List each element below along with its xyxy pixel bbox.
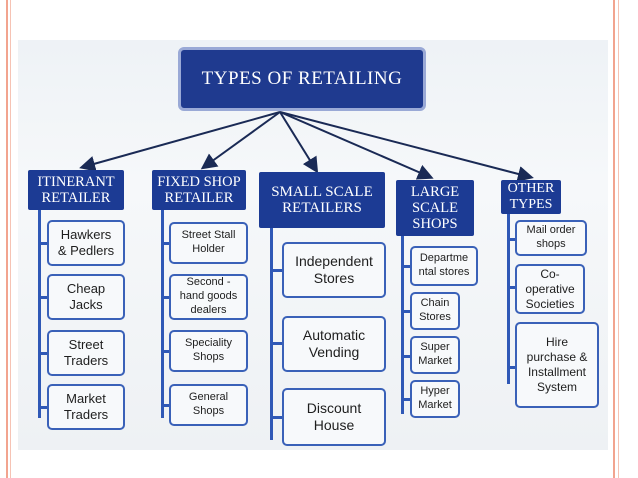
branch-line <box>270 416 284 419</box>
branch-line <box>38 352 48 355</box>
branch-line <box>401 355 411 358</box>
item-cheap-jacks: Cheap Jacks <box>47 274 125 320</box>
slide-border-left-inner <box>10 0 11 478</box>
item-market-traders: Market Traders <box>47 384 125 430</box>
arrow-to-itinerant <box>79 111 281 172</box>
branch-line <box>401 398 411 401</box>
item-street-stall-holder: Street Stall Holder <box>169 222 248 264</box>
connector-other-types <box>507 214 510 384</box>
diagram-title: TYPES OF RETAILING <box>178 47 426 111</box>
heading-other-types: OTHER TYPES <box>501 180 561 214</box>
connector-large-scale <box>401 236 404 414</box>
heading-small-scale-retailers: SMALL SCALE RETAILERS <box>259 172 385 228</box>
branch-line <box>161 296 171 299</box>
item-departmental-stores: Departme ntal stores <box>410 246 478 286</box>
item-general-shops: General Shops <box>169 384 248 426</box>
item-independent-stores: Independent Stores <box>282 242 386 298</box>
slide-border-right <box>613 0 615 478</box>
arrow-to-other-types <box>279 111 534 182</box>
connector-itinerant <box>38 210 41 418</box>
diagram-photo: TYPES OF RETAILING ITINERANT RETAILER Ha… <box>18 40 608 450</box>
branch-line <box>507 238 517 241</box>
heading-fixed-shop-retailer: FIXED SHOP RETAILER <box>152 170 246 210</box>
branch-line <box>270 342 284 345</box>
item-automatic-vending: Automatic Vending <box>282 316 386 372</box>
item-hire-purchase-installment-system: Hire purchase & Installment System <box>515 322 599 408</box>
slide-border-left <box>6 0 8 478</box>
item-hyper-market: Hyper Market <box>410 380 460 418</box>
arrow-to-large-scale <box>279 111 434 180</box>
branch-line <box>161 350 171 353</box>
item-speciality-shops: Speciality Shops <box>169 330 248 372</box>
item-hawkers-pedlers: Hawkers & Pedlers <box>47 220 125 266</box>
branch-line <box>38 242 48 245</box>
branch-line <box>38 406 48 409</box>
arrow-to-fixed-shop <box>200 111 281 170</box>
connector-arrows <box>79 111 534 182</box>
item-discount-house: Discount House <box>282 388 386 446</box>
slide-border-right-inner <box>618 0 619 478</box>
heading-large-scale-shops: LARGE SCALE SHOPS <box>396 180 474 236</box>
branch-line <box>401 265 411 268</box>
item-super-market: Super Market <box>410 336 460 374</box>
branch-line <box>38 296 48 299</box>
branch-line <box>270 269 284 272</box>
item-co-operative-societies: Co- operative Societies <box>515 264 585 314</box>
arrow-to-small-scale <box>279 111 319 174</box>
item-chain-stores: Chain Stores <box>410 292 460 330</box>
branch-line <box>161 242 171 245</box>
branch-line <box>507 286 517 289</box>
branch-line <box>507 366 517 369</box>
item-second-hand-goods-dealers: Second - hand goods dealers <box>169 274 248 320</box>
branch-line <box>161 404 171 407</box>
connector-fixed-shop <box>161 210 164 418</box>
connector-small-scale <box>270 228 273 440</box>
branch-line <box>401 310 411 313</box>
heading-itinerant-retailer: ITINERANT RETAILER <box>28 170 124 210</box>
item-mail-order-shops: Mail order shops <box>515 220 587 256</box>
item-street-traders: Street Traders <box>47 330 125 376</box>
